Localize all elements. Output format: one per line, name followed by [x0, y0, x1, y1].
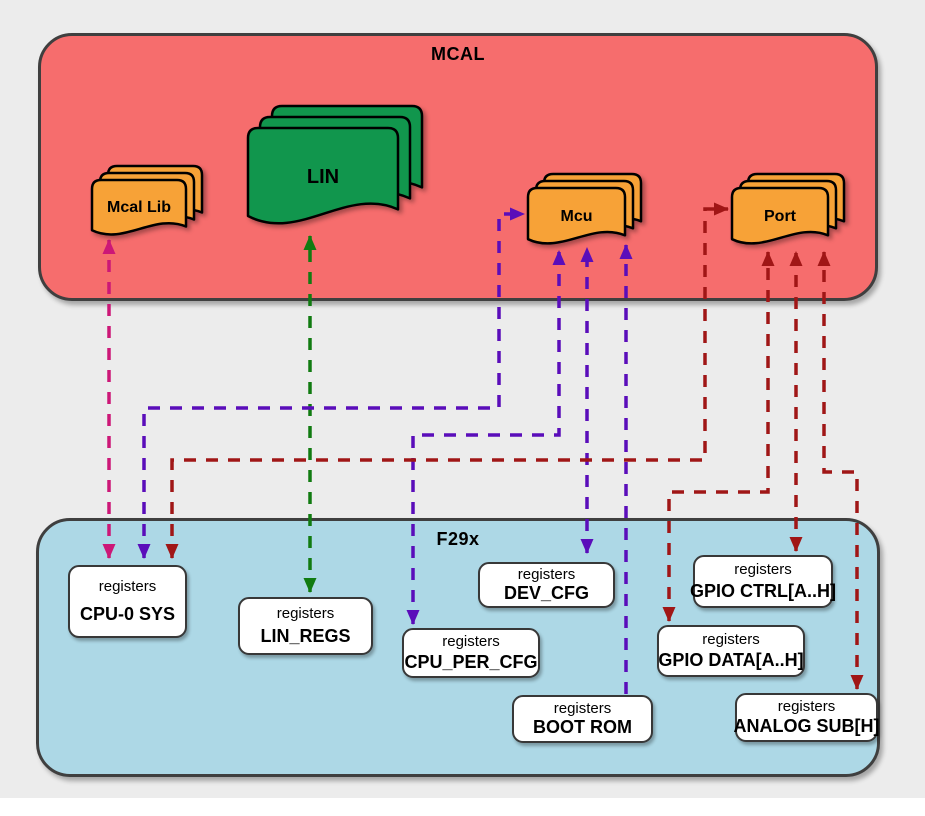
register-name: CPU-0 SYS	[79, 604, 176, 624]
register-name: ANALOG SUB[H]	[733, 716, 880, 736]
mcal-title: MCAL	[431, 44, 485, 64]
register-type-label: registers	[517, 566, 576, 583]
register-name: GPIO CTRL[A..H]	[690, 580, 836, 601]
doc-front-mcu	[526, 186, 627, 245]
doc-stack-mcal-lib[interactable]	[88, 162, 206, 250]
register-name: CPU_PER_CFG	[404, 651, 538, 672]
doc-stack-mcu[interactable]	[524, 170, 645, 259]
register-name: BOOT ROM	[533, 717, 632, 738]
register-name: GPIO DATA[A..H]	[658, 650, 804, 670]
register-type-label: registers	[702, 631, 760, 648]
register-name: LIN_REGS	[260, 626, 351, 646]
doc-front-lin	[246, 126, 400, 225]
doc-front-mcal-lib	[90, 178, 188, 236]
f29x-title: F29x	[436, 529, 480, 549]
register-type-label: registers	[276, 605, 335, 622]
register-type-label: registers	[553, 699, 612, 717]
register-type-label: registers	[98, 578, 157, 595]
register-name: DEV_CFG	[503, 583, 590, 603]
doc-stack-port[interactable]	[728, 170, 848, 259]
register-type-label: registers	[442, 633, 500, 651]
doc-front-port	[730, 186, 830, 245]
register-type-label: registers	[734, 561, 792, 579]
doc-stack-lin[interactable]	[244, 102, 426, 240]
register-type-label: registers	[777, 698, 836, 715]
